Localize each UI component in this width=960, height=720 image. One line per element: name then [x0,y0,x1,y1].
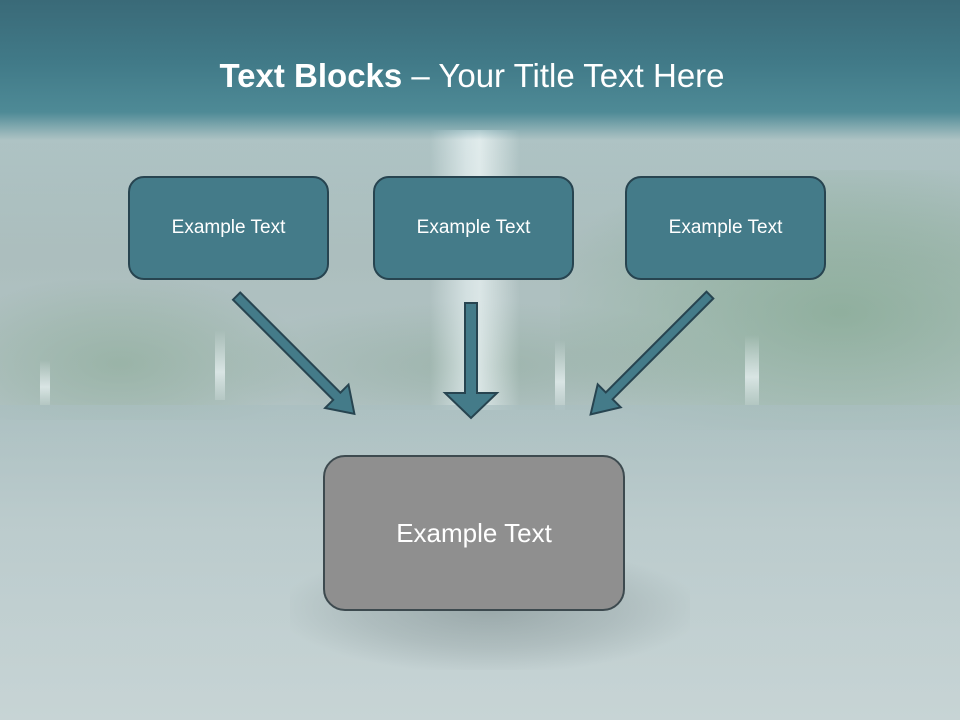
text-block-label: Example Text [416,217,531,238]
background-waterfall [40,360,50,405]
arrow-left-diagonal [231,291,356,416]
title-separator: – [402,57,439,94]
text-block-3[interactable]: Example Text [625,176,826,280]
main-text-block[interactable]: Example Text [323,455,625,611]
title-bold: Text Blocks [219,57,403,94]
text-block-2[interactable]: Example Text [373,176,574,280]
slide-title: Text Blocks – Your Title Text Here [0,56,944,96]
text-block-label: Example Text [171,217,286,238]
background-waterfall [745,335,759,405]
arrow-right-diagonal [589,290,715,416]
main-text-block-label: Example Text [396,517,552,548]
text-block-label: Example Text [668,217,783,238]
title-band: Text Blocks – Your Title Text Here [0,0,960,140]
background-waterfall [555,340,565,410]
background-waterfall [215,330,225,400]
arrow-center-down [442,302,500,420]
title-rest: Your Title Text Here [438,57,725,94]
text-block-1[interactable]: Example Text [128,176,329,280]
